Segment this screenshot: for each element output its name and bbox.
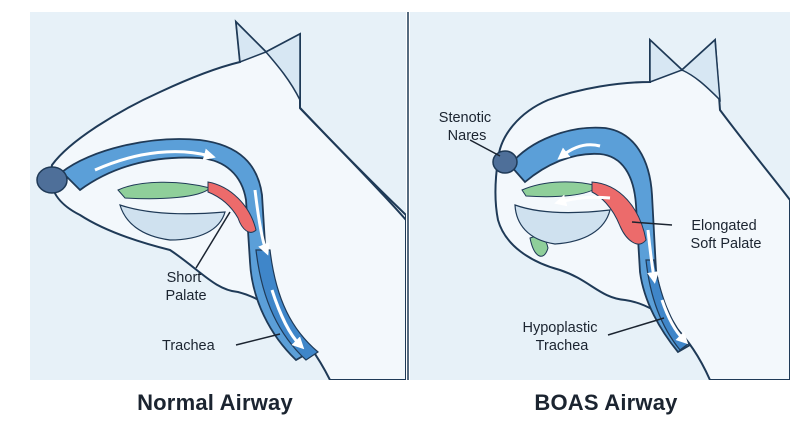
panel-normal: Short Palate Trachea bbox=[30, 12, 406, 380]
caption-boas-airway: BOAS Airway bbox=[456, 390, 756, 416]
label-trachea-normal: Trachea bbox=[162, 338, 216, 354]
caption-normal-airway: Normal Airway bbox=[65, 390, 365, 416]
nose-normal bbox=[37, 167, 67, 193]
panel-boas: Stenotic Nares Elongated Soft Palate Hyp… bbox=[410, 12, 790, 380]
